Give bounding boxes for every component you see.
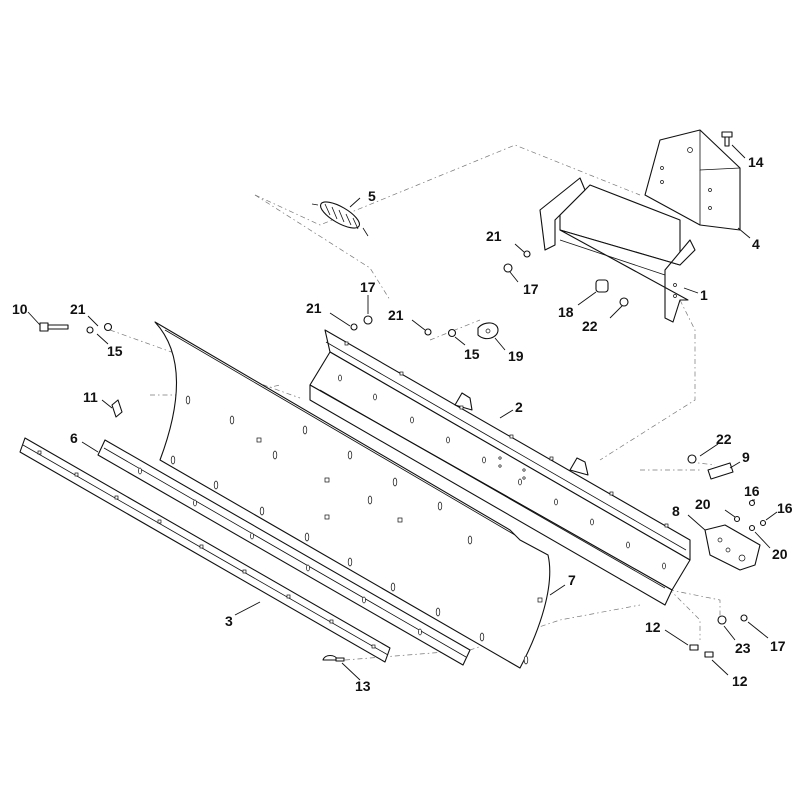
- callout-3: 3: [225, 613, 233, 629]
- callout-10: 10: [12, 301, 28, 317]
- callout-11: 11: [83, 389, 98, 405]
- wear-strip-holes: [138, 467, 422, 636]
- callout-labels: 1 2 3 4 5 6 7 8 9 10 11 12 12 13 14 15 1…: [12, 154, 793, 694]
- mount-bracket: [539, 177, 696, 323]
- spring: [311, 201, 369, 237]
- callout-16b: 16: [777, 500, 793, 516]
- blade-moldboard: [154, 321, 551, 669]
- callout-21b: 21: [306, 300, 322, 316]
- rubber-edge: [19, 437, 391, 663]
- callout-20a: 20: [695, 496, 711, 512]
- callout-12b: 12: [732, 673, 748, 689]
- callout-7: 7: [568, 572, 576, 588]
- callout-17c: 17: [770, 638, 786, 654]
- frame-rail: [309, 329, 691, 606]
- callout-9: 9: [742, 449, 750, 465]
- frame-holes: [338, 341, 669, 570]
- leader-lines: [27, 144, 778, 681]
- callout-22b: 22: [716, 431, 732, 447]
- callout-21a: 21: [70, 301, 86, 317]
- callout-13: 13: [355, 678, 371, 694]
- callout-21d: 21: [486, 228, 502, 244]
- callout-17a: 17: [360, 279, 376, 295]
- callout-2: 2: [515, 399, 523, 415]
- callout-16a: 16: [744, 483, 760, 499]
- callout-15a: 15: [107, 343, 123, 359]
- callout-1: 1: [700, 287, 708, 303]
- callout-17b: 17: [523, 281, 539, 297]
- callout-4: 4: [752, 236, 760, 252]
- hardware: [39, 131, 767, 662]
- callout-18: 18: [558, 304, 574, 320]
- callout-19: 19: [508, 348, 524, 364]
- callout-6: 6: [70, 430, 78, 446]
- callout-23: 23: [735, 640, 751, 656]
- callout-14: 14: [748, 154, 764, 170]
- wear-strip: [97, 439, 471, 666]
- callout-15b: 15: [464, 346, 480, 362]
- callout-5: 5: [368, 188, 376, 204]
- callout-8: 8: [672, 503, 680, 519]
- rubber-edge-holes: [37, 450, 376, 649]
- callout-20b: 20: [772, 546, 788, 562]
- side-bracket: [704, 524, 761, 571]
- blade-slots: [170, 395, 543, 665]
- callout-12a: 12: [645, 619, 661, 635]
- callout-21c: 21: [388, 307, 404, 323]
- callout-22a: 22: [582, 318, 598, 334]
